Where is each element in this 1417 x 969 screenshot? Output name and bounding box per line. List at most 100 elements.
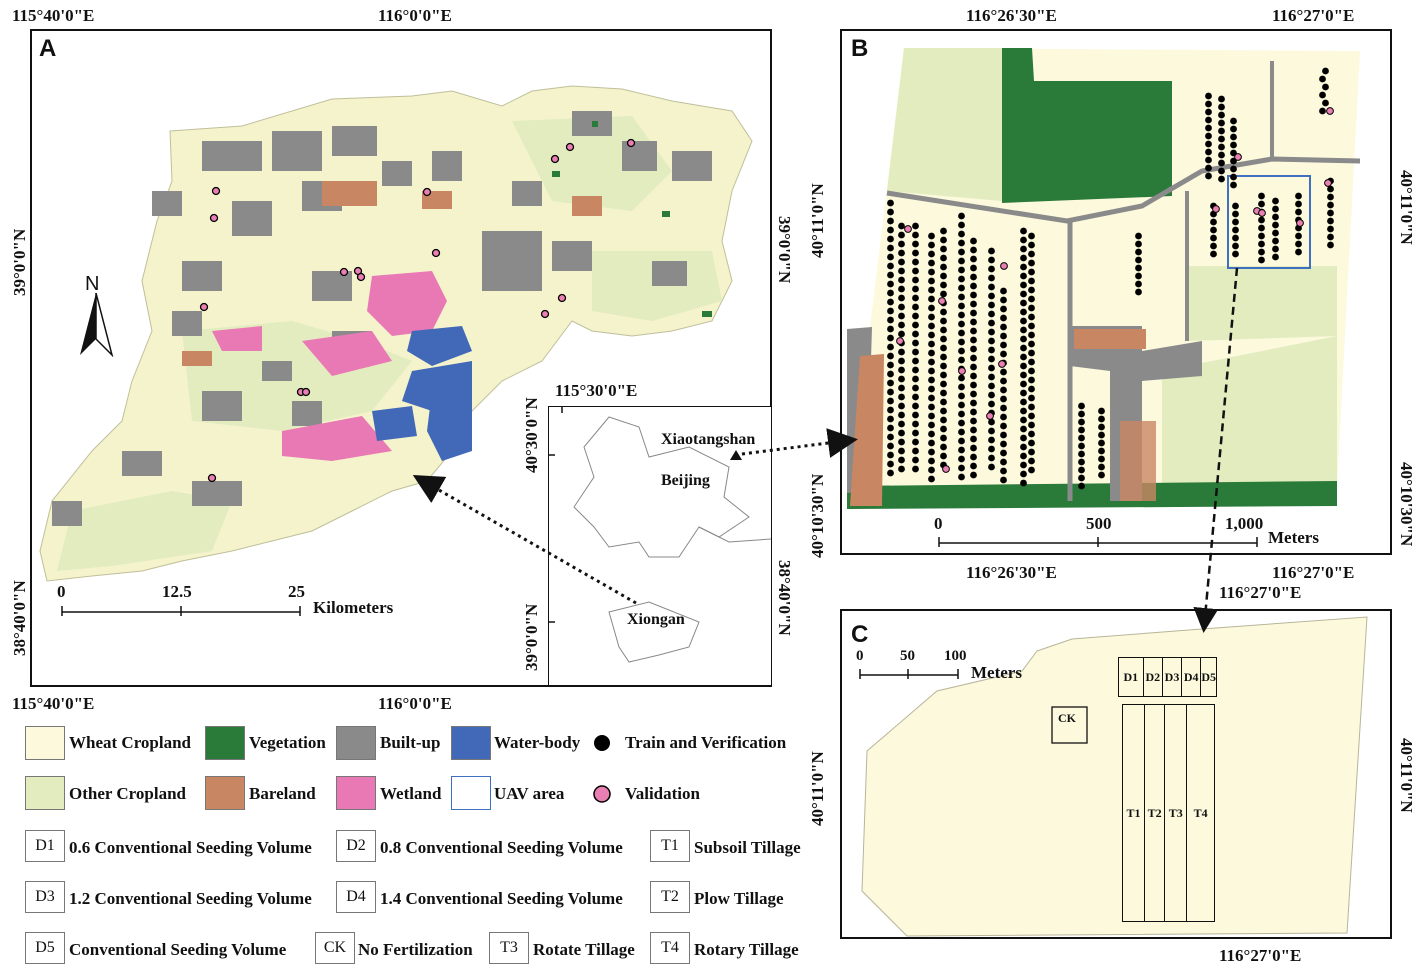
training-point xyxy=(1078,458,1085,466)
training-point xyxy=(940,236,947,244)
training-point xyxy=(1322,83,1329,91)
training-point xyxy=(898,330,905,338)
training-point xyxy=(1327,225,1334,233)
training-point xyxy=(912,249,919,257)
training-point xyxy=(1295,232,1302,240)
training-point xyxy=(1078,434,1085,442)
training-point xyxy=(1135,248,1142,256)
panel-c-bottom-lon: 116°27'0"E xyxy=(1219,946,1302,965)
training-point xyxy=(928,286,935,294)
training-point xyxy=(928,466,935,474)
training-point xyxy=(928,439,935,447)
training-point xyxy=(1205,156,1212,164)
training-point xyxy=(928,295,935,303)
training-point xyxy=(1028,241,1035,249)
training-point xyxy=(898,303,905,311)
training-point xyxy=(1232,226,1239,234)
training-point xyxy=(1218,95,1225,103)
training-point xyxy=(1135,288,1142,296)
panel-c-right-lat: 40°11'0"N xyxy=(1397,738,1416,813)
training-point xyxy=(970,309,977,317)
training-point xyxy=(1205,92,1212,100)
training-point xyxy=(1028,376,1035,384)
legend-swatch-other-cropland xyxy=(25,776,65,810)
scale-c-tick-0: 0 xyxy=(856,648,864,664)
plot-t1: T1 xyxy=(1123,705,1146,921)
training-point xyxy=(1098,439,1105,447)
training-point xyxy=(912,231,919,239)
training-point xyxy=(1028,295,1035,303)
training-point xyxy=(1272,237,1279,245)
training-point xyxy=(1028,340,1035,348)
training-point xyxy=(940,263,947,271)
training-point xyxy=(988,256,995,264)
training-point xyxy=(940,344,947,352)
training-point xyxy=(1000,287,1007,295)
training-point xyxy=(958,212,965,220)
training-point xyxy=(1028,304,1035,312)
legend-label-wheat: Wheat Cropland xyxy=(69,733,192,752)
training-point xyxy=(912,402,919,410)
training-point xyxy=(1322,67,1329,75)
training-point xyxy=(912,375,919,383)
scale-bar-c xyxy=(859,669,959,679)
training-point xyxy=(1020,479,1027,487)
training-point xyxy=(958,275,965,283)
training-point xyxy=(898,402,905,410)
panel-b-bottom-lon-2: 116°27'0"E xyxy=(1272,563,1355,582)
training-point xyxy=(928,367,935,375)
panel-a-map xyxy=(39,85,753,582)
training-point xyxy=(1020,245,1027,253)
training-point xyxy=(1258,216,1265,224)
training-point xyxy=(887,334,894,342)
panel-b-left-lat-2: 40°10'30"N xyxy=(808,473,827,558)
plot-d1: D1 xyxy=(1119,658,1144,696)
training-point xyxy=(898,420,905,428)
training-point xyxy=(1205,116,1212,124)
legend-code-d3-text: 1.2 Conventional Seeding Volume xyxy=(69,889,312,908)
training-point xyxy=(1218,175,1225,183)
plot-d4: D4 xyxy=(1182,658,1202,696)
training-point xyxy=(958,320,965,328)
training-point xyxy=(912,393,919,401)
training-point xyxy=(1322,99,1329,107)
training-point xyxy=(1210,250,1217,258)
training-point xyxy=(988,454,995,462)
training-point xyxy=(928,430,935,438)
training-point xyxy=(970,417,977,425)
legend-swatch-vegetation xyxy=(205,726,245,760)
training-point xyxy=(928,448,935,456)
training-point xyxy=(1078,466,1085,474)
training-point xyxy=(1319,75,1326,83)
training-point xyxy=(1020,353,1027,361)
training-point xyxy=(887,388,894,396)
training-point xyxy=(1028,394,1035,402)
training-point xyxy=(1020,272,1027,280)
scale-a-tick-0: 0 xyxy=(57,582,66,601)
training-point xyxy=(970,255,977,263)
training-point xyxy=(1028,259,1035,267)
training-point xyxy=(887,316,894,324)
validation-point xyxy=(986,412,994,420)
training-point xyxy=(1210,218,1217,226)
training-point xyxy=(940,362,947,370)
legend-code-d1: D1 xyxy=(25,830,65,862)
training-point xyxy=(898,393,905,401)
training-point xyxy=(958,293,965,301)
training-point xyxy=(887,415,894,423)
training-point xyxy=(1020,254,1027,262)
legend-code-ck: CK xyxy=(315,932,355,964)
legend-swatch-wetland xyxy=(336,776,376,810)
legend-code-d2-text: 0.8 Conventional Seeding Volume xyxy=(380,838,623,857)
training-point xyxy=(1020,362,1027,370)
validation-point xyxy=(1000,262,1008,270)
training-point xyxy=(988,373,995,381)
training-point xyxy=(970,408,977,416)
scale-b-tick-2: 1,000 xyxy=(1225,514,1264,533)
training-point xyxy=(1272,205,1279,213)
training-point xyxy=(912,366,919,374)
panel-b-label: B xyxy=(851,35,869,62)
training-point xyxy=(988,328,995,336)
training-point xyxy=(1000,431,1007,439)
training-point xyxy=(988,310,995,318)
